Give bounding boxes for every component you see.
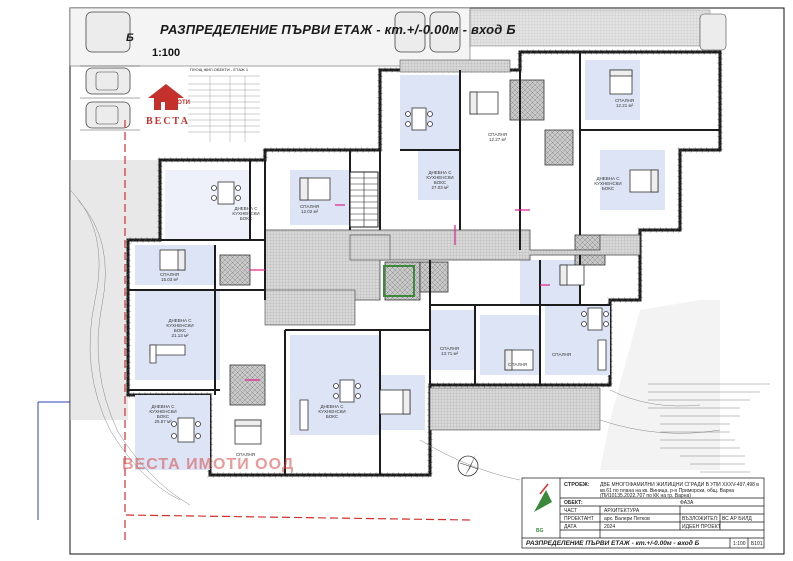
object-label: ОБЕКТ:	[564, 500, 583, 506]
bed-icon	[159, 249, 186, 271]
room-label: СПАЛНЯ	[508, 362, 528, 367]
room-label: ДНЕВНА С КУХНЕНСКИ БОКС	[232, 206, 260, 221]
sheet-title: РАЗПРЕДЕЛЕНИЕ ПЪРВИ ЕТАЖ - кт.+/-0.00м -…	[526, 540, 700, 547]
logo-subtitle: ИМОТИ	[168, 100, 190, 106]
dining-table-icon	[581, 307, 609, 331]
date-label: ДАТА	[564, 524, 577, 530]
legend-lines	[648, 383, 770, 473]
magenta-markers	[245, 204, 550, 381]
investor-label: ВЪЗЛОЖИТЕЛ:	[682, 516, 719, 522]
parking-area	[69, 7, 727, 131]
sofa-icon	[597, 339, 607, 371]
bed-icon	[629, 169, 659, 193]
area-table-title: ПЛОЩ ЖИЛ.ОБЕКТИ - ЕТАЖ 1	[190, 67, 249, 72]
date-value: 2024	[604, 524, 616, 530]
logo-house-icon	[148, 84, 184, 110]
dining-table-icon	[171, 417, 201, 443]
dining-table-icon	[333, 379, 361, 403]
plot-boundary	[124, 120, 471, 540]
car-icon	[85, 11, 131, 53]
north-arrow-icon	[457, 454, 479, 477]
room-label: ДНЕВНА С КУХНЕНСКИ БОКС	[318, 404, 346, 419]
part-value: АРХИТЕКТУРА	[604, 508, 640, 514]
car-icon	[394, 11, 426, 53]
firm-logo	[534, 483, 552, 512]
bed-icon	[299, 177, 331, 201]
part-label: ЧАСТ	[564, 508, 578, 514]
area-table-grid	[188, 75, 260, 142]
landscape-right	[600, 300, 720, 470]
watermark: ВЕСТА ИМОТИ ООД	[122, 456, 295, 473]
interior-walls	[128, 52, 720, 475]
bed-icon	[379, 389, 411, 415]
sofa-icon	[149, 344, 186, 364]
bed-icon	[609, 69, 633, 95]
designer-value: арх. Валери Петков	[604, 516, 650, 522]
construction-label: СТРОЕЖ:	[564, 482, 590, 488]
bed-icon	[504, 349, 534, 371]
dining-table-icon	[211, 181, 241, 205]
sofa-icon	[299, 399, 309, 431]
firm-name: BG	[536, 528, 544, 534]
room-label: СПАЛНЯ	[236, 452, 256, 457]
bed-icon	[559, 264, 585, 286]
room-label: СПАЛНЯ	[552, 352, 572, 357]
lift-shaft	[383, 265, 415, 297]
logo-name: ВЕСТА	[146, 116, 190, 127]
room-label: ДНЕВНА С КУХНЕНСКИ БОКС	[594, 176, 622, 191]
investor-value: ВС АР БИЛД	[722, 516, 752, 522]
car-icon	[85, 67, 131, 95]
sheet-number: Б101	[751, 541, 763, 547]
bed-icon	[234, 419, 262, 445]
entrance-code: Б	[126, 32, 134, 44]
stage-value: ИДЕЕН ПРОЕКТ	[682, 524, 721, 530]
corridor	[264, 229, 641, 326]
stair-icon	[349, 171, 379, 228]
drawing-scale: 1:100	[152, 47, 181, 59]
drawing-title: РАЗПРЕДЕЛЕНИЕ ПЪРВИ ЕТАЖ - кт.+/-0.00м -…	[160, 22, 516, 37]
car-icon	[429, 11, 461, 53]
bed-icon	[469, 91, 499, 115]
designer-label: ПРОЕКТАНТ	[564, 516, 594, 522]
sheet-scale: 1:100	[733, 541, 746, 547]
dining-table-icon	[405, 107, 433, 131]
construction-text-1: ДВЕ МНОГОФАМИЛНИ ЖИЛИЩНИ СГРАДИ В УПИ XX…	[600, 482, 759, 488]
stage-label: ФАЗА	[680, 500, 694, 506]
construction-text-2: кв.61 по плана на кв. Виница, р-н Примор…	[600, 488, 735, 494]
car-icon	[85, 101, 131, 129]
title-block-frame	[521, 477, 765, 549]
construction-text-3: (ПИ10135.2022.707 по КК на гр. Варна)	[600, 493, 691, 499]
